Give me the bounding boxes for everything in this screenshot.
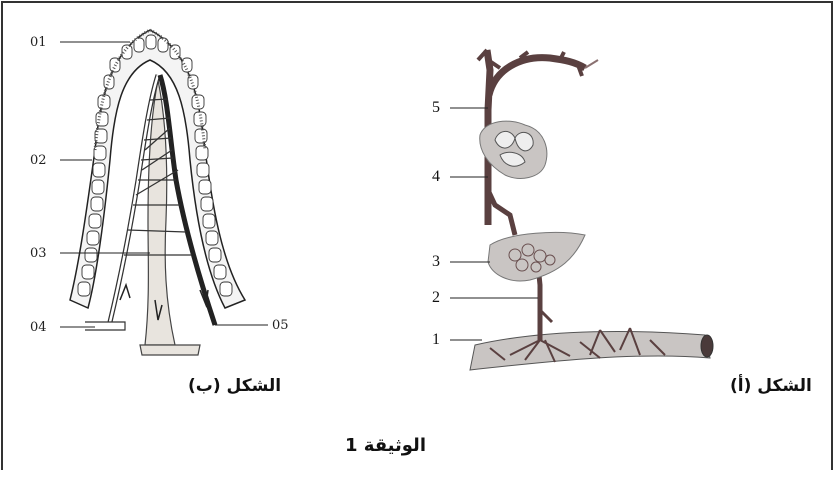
label-1: 1 (432, 332, 440, 348)
flow-arrow-up (120, 285, 130, 300)
label-02: 02 (30, 154, 47, 167)
label-05: 05 (272, 319, 289, 332)
circulation-diagram (450, 50, 713, 370)
lacteal-base (140, 345, 200, 355)
label-04: 04 (30, 321, 47, 334)
liver (488, 232, 585, 280)
intestine-opening (701, 335, 713, 357)
label-5: 5 (432, 100, 440, 116)
label-03: 03 (30, 247, 47, 260)
base-vessel-left (85, 322, 125, 330)
aorta-branch-4 (585, 60, 598, 68)
label-01: 01 (30, 36, 47, 49)
aorta (489, 58, 585, 95)
label-2: 2 (432, 290, 440, 306)
caption-figure-a: الشكل (أ) (730, 376, 812, 396)
hepatic-vein (488, 190, 515, 235)
villus-diagram (60, 30, 268, 355)
label-3: 3 (432, 254, 440, 270)
label-4: 4 (432, 169, 440, 185)
document-title: الوثيقة 1 (345, 435, 426, 456)
caption-figure-b: الشكل (ب) (188, 376, 281, 396)
